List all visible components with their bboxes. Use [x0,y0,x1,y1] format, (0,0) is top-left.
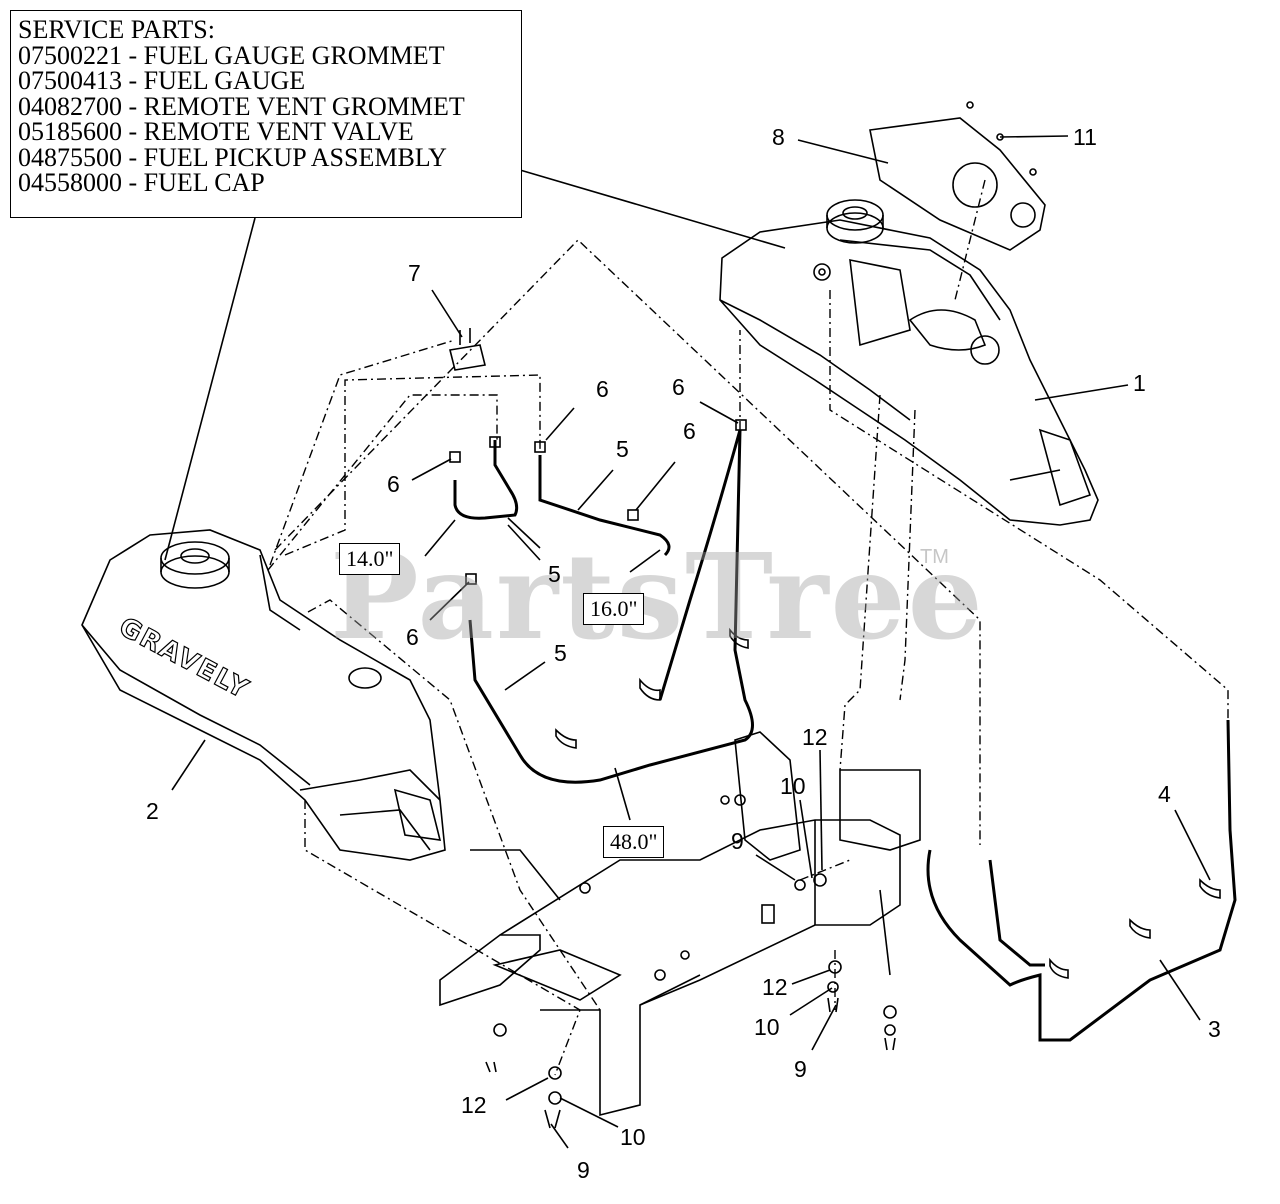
fuel-hoses [453,429,1237,1042]
vent-valve [449,328,486,371]
legend-item: 07500221 - FUEL GAUGE GROMMET [18,40,445,70]
hose-length-48: 48.0" [603,826,665,858]
callout-6: 6 [672,374,685,400]
tank-cover-plate [869,117,1046,251]
grommets [449,419,747,585]
callout-10: 10 [754,1014,780,1040]
hose-clamps [555,627,1221,979]
callout-7: 7 [408,260,421,286]
hose-length-16: 16.0" [583,593,645,625]
callout-5: 5 [616,436,629,462]
callout-9: 9 [577,1157,590,1183]
callout-12: 12 [461,1092,487,1118]
watermark-trademark: TM [920,546,949,568]
callout-9: 9 [731,828,744,854]
callout-6: 6 [596,376,609,402]
cover-screws [966,101,1037,176]
callout-11: 11 [1073,124,1097,150]
legend-item: 04558000 - FUEL CAP [18,168,265,197]
callout-6: 6 [387,471,400,497]
callout-10: 10 [620,1124,646,1150]
right-fuel-tank [719,219,1099,526]
service-parts-legend: SERVICE PARTS: 07500221 - FUEL GAUGE GRO… [10,10,522,218]
legend-item: 04875500 - FUEL PICKUP ASSEMBLY [18,142,447,172]
callout-9: 9 [794,1056,807,1082]
hose-length-14: 14.0" [339,543,401,575]
frame-bracket [439,731,921,1117]
callout-10: 10 [780,773,806,799]
callout-4: 4 [1158,781,1171,807]
callout-5: 5 [548,561,561,587]
legend-item: 04082700 - REMOTE VENT GROMMET [18,91,465,121]
callout-5: 5 [554,640,567,666]
leader-lines [164,135,1211,1149]
right-fuel-cap [826,199,884,244]
callout-12: 12 [762,974,788,1000]
callout-2: 2 [146,798,159,824]
watermark: PartsTree [330,527,985,666]
legend-title: SERVICE PARTS: [18,15,215,44]
right-tank-vent-fitting [813,263,831,281]
frame-hardware [485,794,897,1129]
callout-3: 3 [1208,1016,1221,1042]
callout-12: 12 [802,724,828,750]
callout-1: 1 [1133,370,1146,396]
callout-6: 6 [406,624,419,650]
legend-item: 05185600 - REMOTE VENT VALVE [18,117,414,146]
assembly-lines [267,179,1229,1076]
left-fuel-tank [81,529,446,861]
callout-6: 6 [683,418,696,444]
left-fuel-cap [160,541,230,589]
legend-item: 07500413 - FUEL GAUGE [18,66,306,95]
callout-8: 8 [772,124,785,150]
